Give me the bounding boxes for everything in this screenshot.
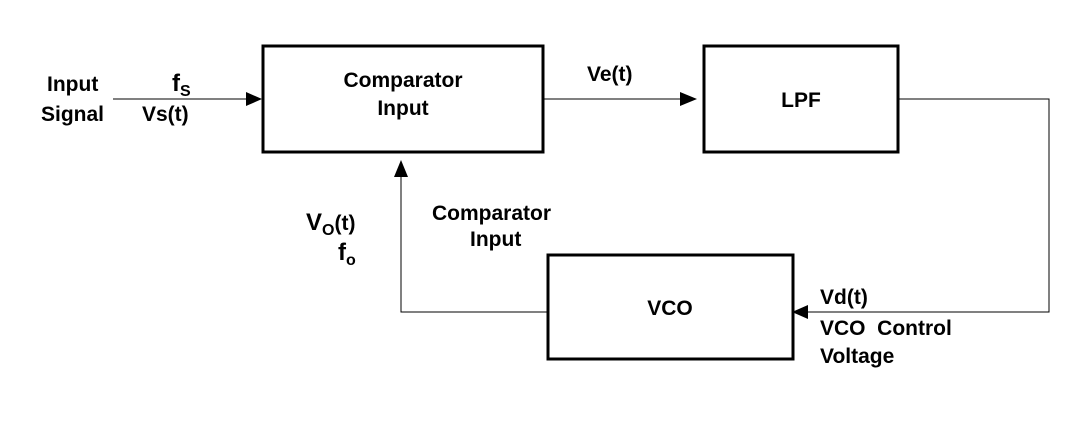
ve-arrowhead xyxy=(680,92,697,106)
lpf-to-vco-feedback-wire xyxy=(808,98,1050,313)
comparator-block-line2: Input xyxy=(377,97,428,120)
vco-control-label-line1: VCO Control xyxy=(820,317,952,340)
vco-block: VCO xyxy=(546,253,795,361)
ve-label: Ve(t) xyxy=(587,63,633,86)
fs-label: fS xyxy=(172,70,191,100)
feedback-comparator-label-line2: Input xyxy=(470,228,521,251)
vo-arrowhead xyxy=(394,160,408,177)
fo-label: fo xyxy=(338,239,356,269)
comparator-block: Comparator Input xyxy=(261,44,545,154)
lpf-block-label: LPF xyxy=(781,89,821,112)
input-signal-label-line2: Signal xyxy=(41,103,104,126)
feedback-comparator-label-line1: Comparator xyxy=(432,202,551,225)
comparator-block-line1: Comparator xyxy=(343,69,462,92)
vs-label: Vs(t) xyxy=(142,103,189,126)
input-signal-label-line1: Input xyxy=(47,73,98,96)
vo-label: VO(t) xyxy=(306,209,355,239)
vd-arrowhead xyxy=(792,305,808,319)
vco-to-comparator-wire xyxy=(400,172,548,313)
vco-block-label: VCO xyxy=(647,297,693,320)
vco-control-label-line2: Voltage xyxy=(820,345,894,368)
input-arrowhead xyxy=(246,92,262,106)
lpf-block: LPF xyxy=(702,44,900,154)
vd-label: Vd(t) xyxy=(820,286,868,309)
